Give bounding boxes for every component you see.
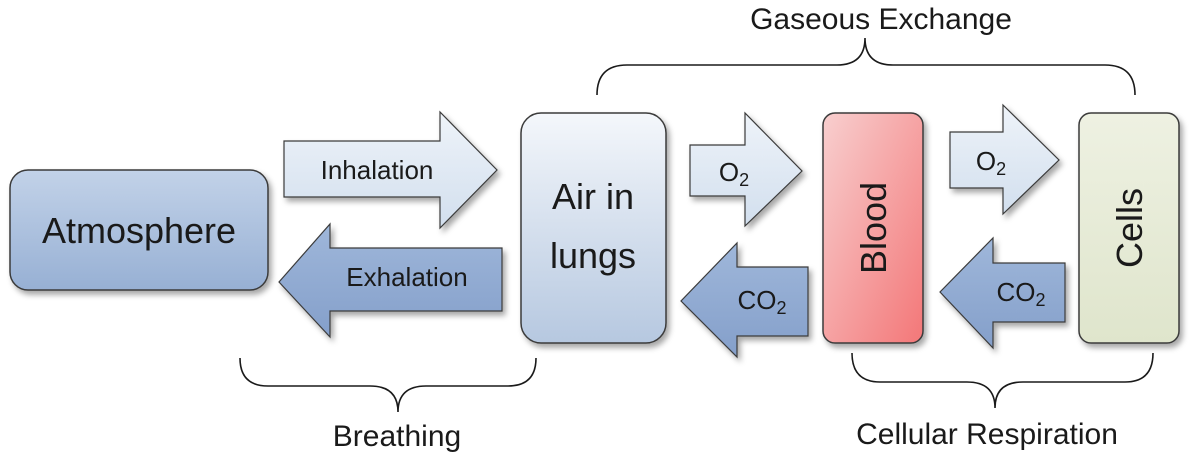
co2-blood-to-lungs-base: CO bbox=[737, 285, 776, 315]
blood-label: Blood bbox=[853, 182, 894, 274]
o2-lungs-to-blood-label: O2 bbox=[719, 157, 749, 190]
cells-label: Cells bbox=[1109, 188, 1150, 268]
blood-box bbox=[822, 112, 924, 344]
o2-blood-to-cells-label: O2 bbox=[976, 146, 1006, 179]
o2-lungs-to-blood-arrow bbox=[689, 111, 803, 228]
breathing-brace bbox=[239, 357, 537, 413]
o2-lungs-to-blood-sub: 2 bbox=[739, 170, 749, 190]
co2-cells-to-blood-label: CO2 bbox=[996, 277, 1045, 310]
air-in-lungs-label-line1: Air in bbox=[552, 176, 634, 217]
air-in-lungs-box bbox=[520, 112, 667, 344]
co2-blood-to-lungs-label: CO2 bbox=[737, 285, 786, 318]
o2-blood-to-cells-sub: 2 bbox=[996, 159, 1006, 179]
exhalation-label: Exhalation bbox=[346, 262, 467, 292]
breathing-label: Breathing bbox=[333, 420, 461, 453]
gaseous-exchange-brace bbox=[596, 37, 1136, 96]
atmosphere-box bbox=[9, 169, 269, 291]
atmosphere-label: Atmosphere bbox=[42, 210, 236, 251]
co2-cells-to-blood-arrow bbox=[939, 236, 1066, 350]
o2-blood-to-cells-base: O bbox=[976, 146, 996, 176]
cells-box bbox=[1078, 112, 1180, 344]
o2-lungs-to-blood-base: O bbox=[719, 157, 739, 187]
cellular-respiration-label: Cellular Respiration bbox=[856, 418, 1118, 451]
co2-cells-to-blood-sub: 2 bbox=[1035, 290, 1045, 310]
gaseous-exchange-label: Gaseous Exchange bbox=[750, 3, 1012, 36]
cellular-respiration-brace bbox=[851, 352, 1154, 409]
inhalation-label: Inhalation bbox=[321, 155, 434, 185]
exhalation-arrow bbox=[278, 222, 503, 339]
o2-blood-to-cells-arrow bbox=[949, 103, 1060, 216]
co2-blood-to-lungs-sub: 2 bbox=[776, 298, 786, 318]
co2-blood-to-lungs-arrow bbox=[680, 241, 809, 359]
inhalation-arrow bbox=[283, 110, 498, 230]
co2-cells-to-blood-base: CO bbox=[996, 277, 1035, 307]
air-in-lungs-label-line2: lungs bbox=[550, 235, 636, 276]
